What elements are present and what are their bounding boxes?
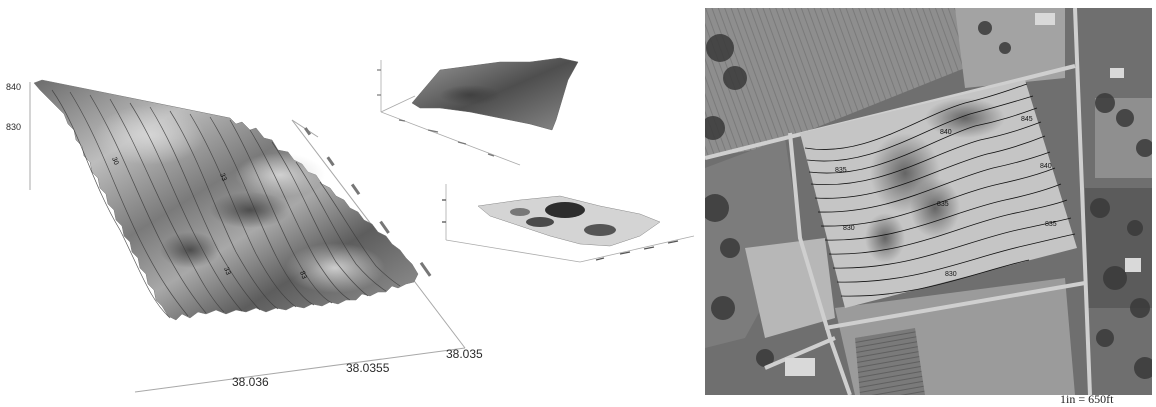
main-contour-label: 33 (218, 172, 227, 182)
diagonal-axis-ticks (304, 127, 432, 277)
x-tick-label: 38.0355 (346, 361, 390, 375)
z-tick-label: 830 (6, 122, 21, 132)
inset-surface-bottom (442, 184, 695, 263)
aerial-contour-label: 835 (937, 201, 949, 208)
scale-label: 1in = 650ft (1060, 392, 1114, 406)
main-contour-label: 30 (110, 156, 119, 166)
aerial-contour-label: 840 (1040, 163, 1052, 170)
x-tick-label: 38.035 (446, 347, 483, 361)
main-contour-label: 33 (222, 266, 231, 276)
main-contour-label: 83 (298, 270, 307, 280)
aerial-contour-label: 845 (1021, 116, 1033, 123)
x-tick-label: 38.036 (232, 375, 269, 389)
aerial-contour-label: 840 (940, 129, 952, 136)
main-terrain-surface: 30 33 33 83 (33, 79, 419, 321)
aerial-contour-label: 830 (843, 225, 855, 232)
aerial-contour-label: 835 (1045, 221, 1057, 228)
inset-surface-top (377, 57, 579, 166)
terrain-3d-panel: 30 33 33 83 840 830 38.036 38.0355 38.03… (6, 57, 695, 393)
contour-survey-area: 845 840 840 835 835 835 830 830 (800, 80, 1077, 308)
aerial-contour-label: 835 (835, 167, 847, 174)
aerial-photo: 845 840 840 835 835 835 830 830 (705, 8, 1152, 395)
aerial-contour-label: 830 (945, 271, 957, 278)
z-tick-label: 840 (6, 82, 21, 92)
